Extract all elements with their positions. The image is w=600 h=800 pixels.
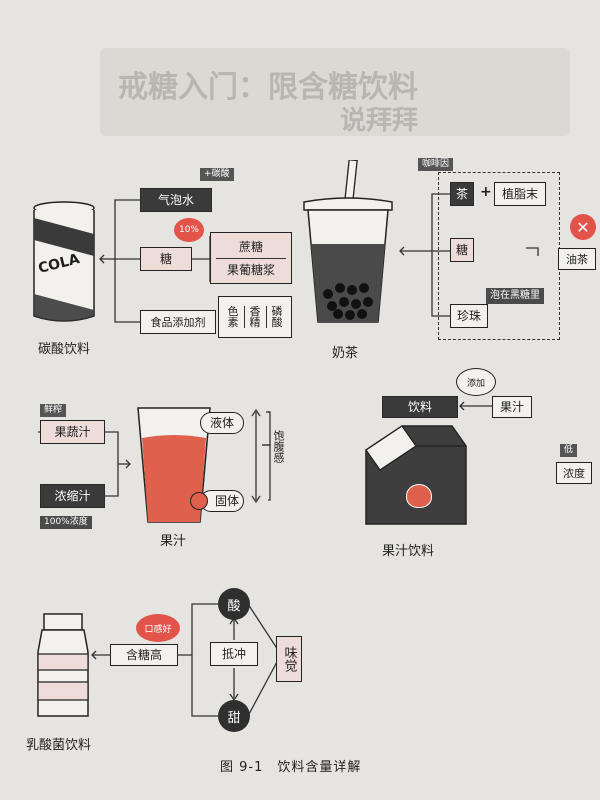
soda-sugar-box: 糖 bbox=[140, 247, 192, 271]
soda-co2-tag: +碳酸 bbox=[200, 168, 234, 181]
juice-carton-apple-icon bbox=[406, 484, 432, 508]
additive-1b: 素 bbox=[227, 316, 239, 329]
additive-2a: 香 bbox=[249, 305, 261, 318]
juice-carton-illustration bbox=[365, 425, 467, 525]
milk-tea-cup-illustration bbox=[303, 160, 393, 323]
juice-drink-drink-box: 饮料 bbox=[382, 396, 458, 418]
juice-drink-conc-label: 浓度 bbox=[563, 466, 585, 480]
juice-100-tag: 100%浓度 bbox=[40, 516, 92, 529]
yogurt-taste-bubble: 口感好 bbox=[136, 614, 180, 642]
juice-drink-add-bubble: 添加 bbox=[456, 368, 496, 396]
milk-tea-oil-box: 油茶 bbox=[558, 248, 596, 270]
juice-liquid-box: 液体 bbox=[200, 412, 244, 434]
figure-caption: 图 9-1 饮料含量详解 bbox=[220, 760, 362, 775]
header-title-2: 说拜拜 bbox=[340, 106, 419, 136]
milk-tea-name: 奶茶 bbox=[332, 346, 359, 361]
juice-liquid-label: 液体 bbox=[209, 416, 234, 430]
soda-additive-box: 食品添加剂 bbox=[140, 310, 216, 334]
soda-sugar-types-box: 蔗糖 果葡糖浆 bbox=[210, 232, 292, 284]
juice-drink-juice-label: 果汁 bbox=[499, 400, 524, 414]
additive-1a: 色 bbox=[227, 305, 239, 318]
milk-tea-tea-box: 茶 bbox=[450, 182, 474, 206]
additive-3b: 酸 bbox=[271, 316, 283, 329]
juice-apple-icon bbox=[190, 492, 208, 510]
yogurt-sour-label: 酸 bbox=[227, 598, 241, 614]
milk-tea-sugar-box: 糖 bbox=[450, 238, 474, 262]
header-banner bbox=[100, 48, 570, 136]
juice-satiety-label: 饱腹感 bbox=[272, 430, 285, 463]
milk-tea-pearl-label: 珍珠 bbox=[456, 309, 481, 323]
juice-fresh-tag: 鲜榨 bbox=[40, 404, 67, 417]
yogurt-high-sugar-box: 含糖高 bbox=[110, 644, 178, 666]
yogurt-offset-label: 抵冲 bbox=[221, 647, 246, 661]
soda-sparkling-box: 气泡水 bbox=[140, 188, 212, 212]
juice-fruit-box: 果蔬汁 bbox=[40, 420, 105, 444]
juice-name: 果汁 bbox=[160, 534, 187, 549]
additive-col-2: 香 精 bbox=[245, 306, 267, 328]
juice-drink-add-text: 添加 bbox=[466, 378, 485, 389]
juice-drink-low-tag: 低 bbox=[560, 444, 578, 457]
yogurt-high-sugar-label: 含糖高 bbox=[125, 648, 162, 662]
milk-tea-pearl-box: 珍珠 bbox=[450, 304, 488, 328]
juice-fruit-label: 果蔬汁 bbox=[54, 425, 91, 439]
soda-sugar-a: 蔗糖 bbox=[216, 241, 286, 259]
juice-concentrate-box: 浓缩汁 bbox=[40, 484, 105, 508]
soda-10-text: 10% bbox=[178, 225, 199, 235]
yogurt-sweet-label: 甜 bbox=[227, 710, 241, 726]
yogurt-taste-bubble-text: 口感好 bbox=[144, 624, 172, 635]
additive-2b: 精 bbox=[249, 316, 261, 329]
milk-tea-sugar-label: 糖 bbox=[455, 243, 468, 257]
milk-tea-plus: + bbox=[480, 184, 492, 200]
additive-col-3: 磷 酸 bbox=[267, 306, 288, 328]
forbidden-icon: ✕ bbox=[570, 214, 596, 240]
additive-col-1: 色 素 bbox=[223, 306, 245, 328]
soda-sparkling-label: 气泡水 bbox=[157, 193, 194, 207]
soda-sugar-b: 果葡糖浆 bbox=[226, 262, 275, 277]
yogurt-sour-circle: 酸 bbox=[218, 588, 250, 620]
milk-tea-creamer-label: 植脂末 bbox=[501, 187, 538, 201]
milk-tea-pearl-tag: 泡在黑糖里 bbox=[486, 288, 544, 304]
additive-3a: 磷 bbox=[271, 305, 283, 318]
milk-tea-caffeine-tag: 咖啡因 bbox=[418, 158, 454, 171]
soda-name: 碳酸饮料 bbox=[38, 342, 91, 357]
juice-drink-name: 果汁饮料 bbox=[382, 544, 435, 559]
milk-tea-oil-label: 油茶 bbox=[566, 252, 588, 266]
soda-additive-label: 食品添加剂 bbox=[150, 315, 206, 329]
yogurt-name: 乳酸菌饮料 bbox=[26, 738, 92, 753]
juice-concentrate-label: 浓缩汁 bbox=[54, 489, 91, 503]
soda-sugar-label: 糖 bbox=[159, 252, 172, 266]
yogurt-offset-box: 抵冲 bbox=[210, 642, 258, 666]
milk-tea-creamer-box: 植脂末 bbox=[494, 182, 546, 206]
milk-tea-tea-label: 茶 bbox=[455, 187, 468, 201]
yogurt-bottle-illustration bbox=[37, 613, 89, 717]
yogurt-taste-box: 味觉 bbox=[276, 636, 302, 682]
juice-drink-drink-label: 饮料 bbox=[407, 400, 432, 414]
header-title-1: 戒糖入门：限含糖饮料 bbox=[118, 70, 418, 105]
juice-solid-label: 固体 bbox=[214, 494, 239, 508]
soda-additive-types-box: 色 素 香 精 磷 酸 bbox=[218, 296, 292, 338]
soda-10-bubble: 10% bbox=[174, 218, 204, 242]
juice-drink-juice-box: 果汁 bbox=[492, 396, 532, 418]
yogurt-sweet-circle: 甜 bbox=[218, 700, 250, 732]
soda-can-illustration bbox=[33, 201, 95, 322]
juice-drink-conc-box: 浓度 bbox=[556, 462, 592, 484]
yogurt-taste-label: 味觉 bbox=[281, 646, 297, 672]
